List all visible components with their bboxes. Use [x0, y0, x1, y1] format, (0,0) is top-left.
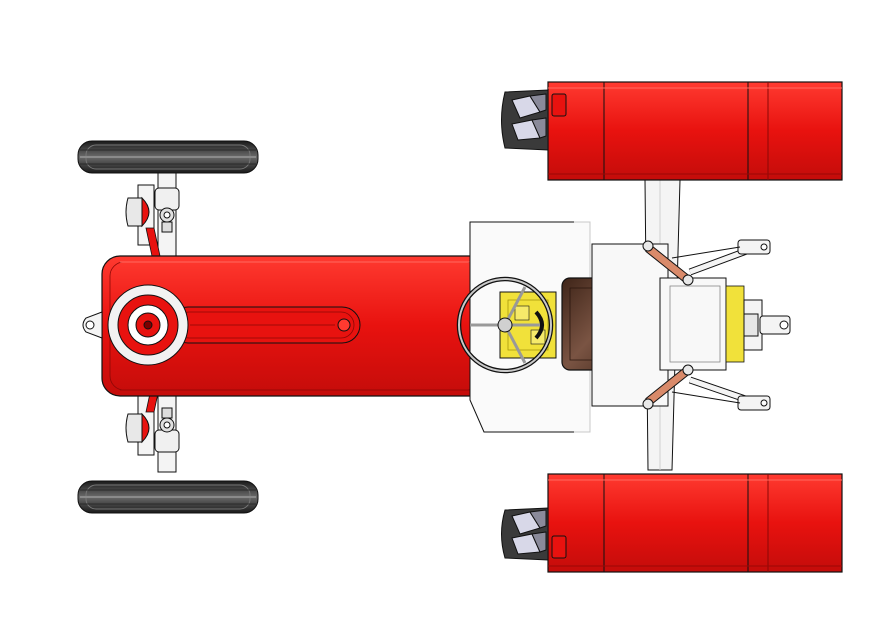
lift-link-top — [642, 240, 694, 286]
lift-arm-top — [671, 239, 771, 276]
headlight-icon — [125, 412, 150, 444]
lift-arm-bottom — [671, 376, 771, 411]
headlight-icon — [125, 196, 150, 228]
steering-wheel-icon — [456, 276, 554, 374]
front-tire-left — [77, 140, 259, 174]
rear-tire-tread-right — [501, 507, 567, 561]
rear-fender-left — [547, 81, 843, 181]
rear-tire-tread-left — [501, 89, 567, 151]
drawbar — [743, 313, 791, 337]
rear-fender-right — [547, 473, 843, 573]
front-hitch — [82, 311, 103, 339]
front-tire-right — [77, 480, 259, 514]
front-spindle-top — [154, 187, 180, 233]
radiator-cap — [107, 284, 189, 366]
lift-link-bottom — [642, 364, 694, 410]
front-spindle-bottom — [154, 407, 180, 453]
